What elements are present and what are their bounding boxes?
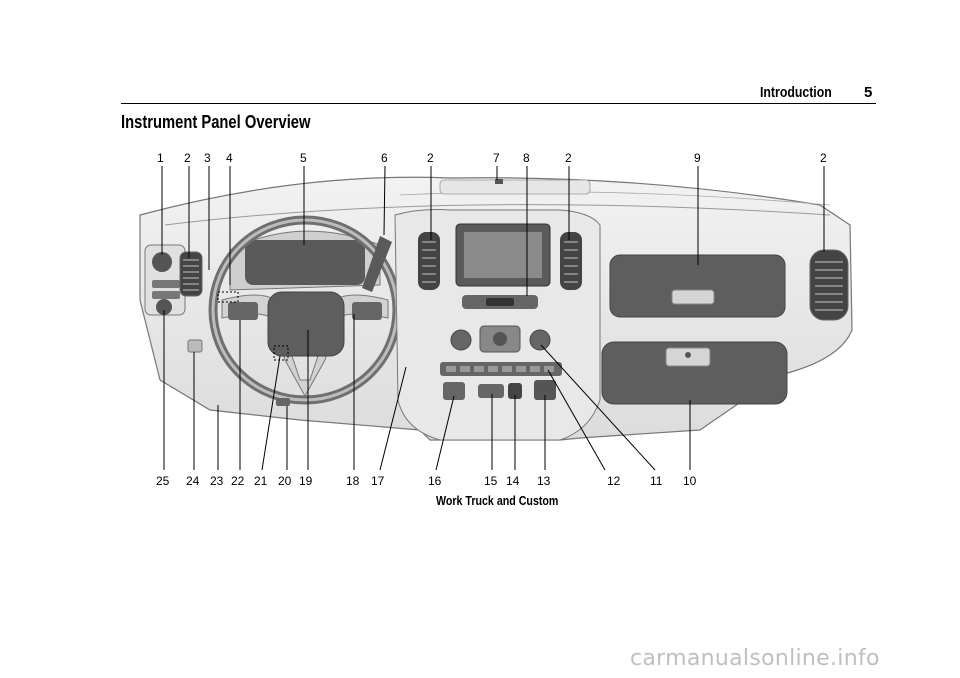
right-climate-knob bbox=[529, 329, 551, 351]
callout-25: 25 bbox=[156, 474, 170, 488]
callout-8: 8 bbox=[523, 151, 530, 165]
power-outlets bbox=[478, 384, 504, 398]
center-left-vent bbox=[418, 232, 440, 290]
airbag-hub bbox=[267, 291, 345, 357]
top-callouts: 1 2 3 4 5 6 2 7 8 2 9 2 bbox=[157, 151, 827, 165]
callout-17: 17 bbox=[371, 474, 385, 488]
callout-1: 1 bbox=[157, 151, 164, 165]
callout-3: 3 bbox=[204, 151, 211, 165]
callout-9: 9 bbox=[694, 151, 701, 165]
callout-15: 15 bbox=[484, 474, 498, 488]
callout-22: 22 bbox=[231, 474, 245, 488]
shift-lever bbox=[362, 236, 392, 292]
usb-ports bbox=[443, 382, 465, 400]
page-title: Instrument Panel Overview bbox=[121, 112, 311, 132]
section-name: Introduction bbox=[760, 84, 832, 101]
left-climate-knob bbox=[450, 329, 472, 351]
callout-11: 11 bbox=[650, 474, 663, 488]
figure-caption: Work Truck and Custom bbox=[436, 493, 559, 508]
callout-14: 14 bbox=[506, 474, 520, 488]
watermark: carmanualsonline.info bbox=[630, 646, 880, 671]
header-rule bbox=[121, 103, 876, 104]
callout-7: 7 bbox=[493, 151, 500, 165]
callout-4: 4 bbox=[226, 151, 233, 165]
lower-glove-box bbox=[601, 341, 788, 405]
callout-5: 5 bbox=[300, 151, 307, 165]
bottom-callouts: 25 24 23 22 21 20 19 18 17 16 15 14 13 1… bbox=[156, 474, 697, 488]
callout-12: 12 bbox=[607, 474, 621, 488]
callout-2b: 2 bbox=[427, 151, 434, 165]
callout-19: 19 bbox=[299, 474, 313, 488]
callout-2a: 2 bbox=[184, 151, 191, 165]
instrument-cluster bbox=[245, 240, 365, 285]
center-right-vent bbox=[560, 232, 582, 290]
callout-24: 24 bbox=[186, 474, 200, 488]
headlamp-switch bbox=[152, 252, 172, 272]
accessory-outlet bbox=[534, 380, 556, 400]
callout-18: 18 bbox=[346, 474, 360, 488]
callout-20: 20 bbox=[278, 474, 292, 488]
left-air-vent bbox=[179, 251, 203, 297]
callout-2c: 2 bbox=[565, 151, 572, 165]
callout-10: 10 bbox=[683, 474, 697, 488]
right-wheel-controls bbox=[352, 302, 382, 320]
switch-row bbox=[440, 362, 562, 376]
callout-16: 16 bbox=[428, 474, 442, 488]
callout-6: 6 bbox=[381, 151, 388, 165]
callout-23: 23 bbox=[210, 474, 224, 488]
left-wheel-controls bbox=[228, 302, 258, 320]
callout-21: 21 bbox=[254, 474, 268, 488]
callout-13: 13 bbox=[537, 474, 551, 488]
infotainment-display bbox=[464, 232, 542, 278]
page-number: 5 bbox=[864, 84, 873, 101]
callout-2d: 2 bbox=[820, 151, 827, 165]
